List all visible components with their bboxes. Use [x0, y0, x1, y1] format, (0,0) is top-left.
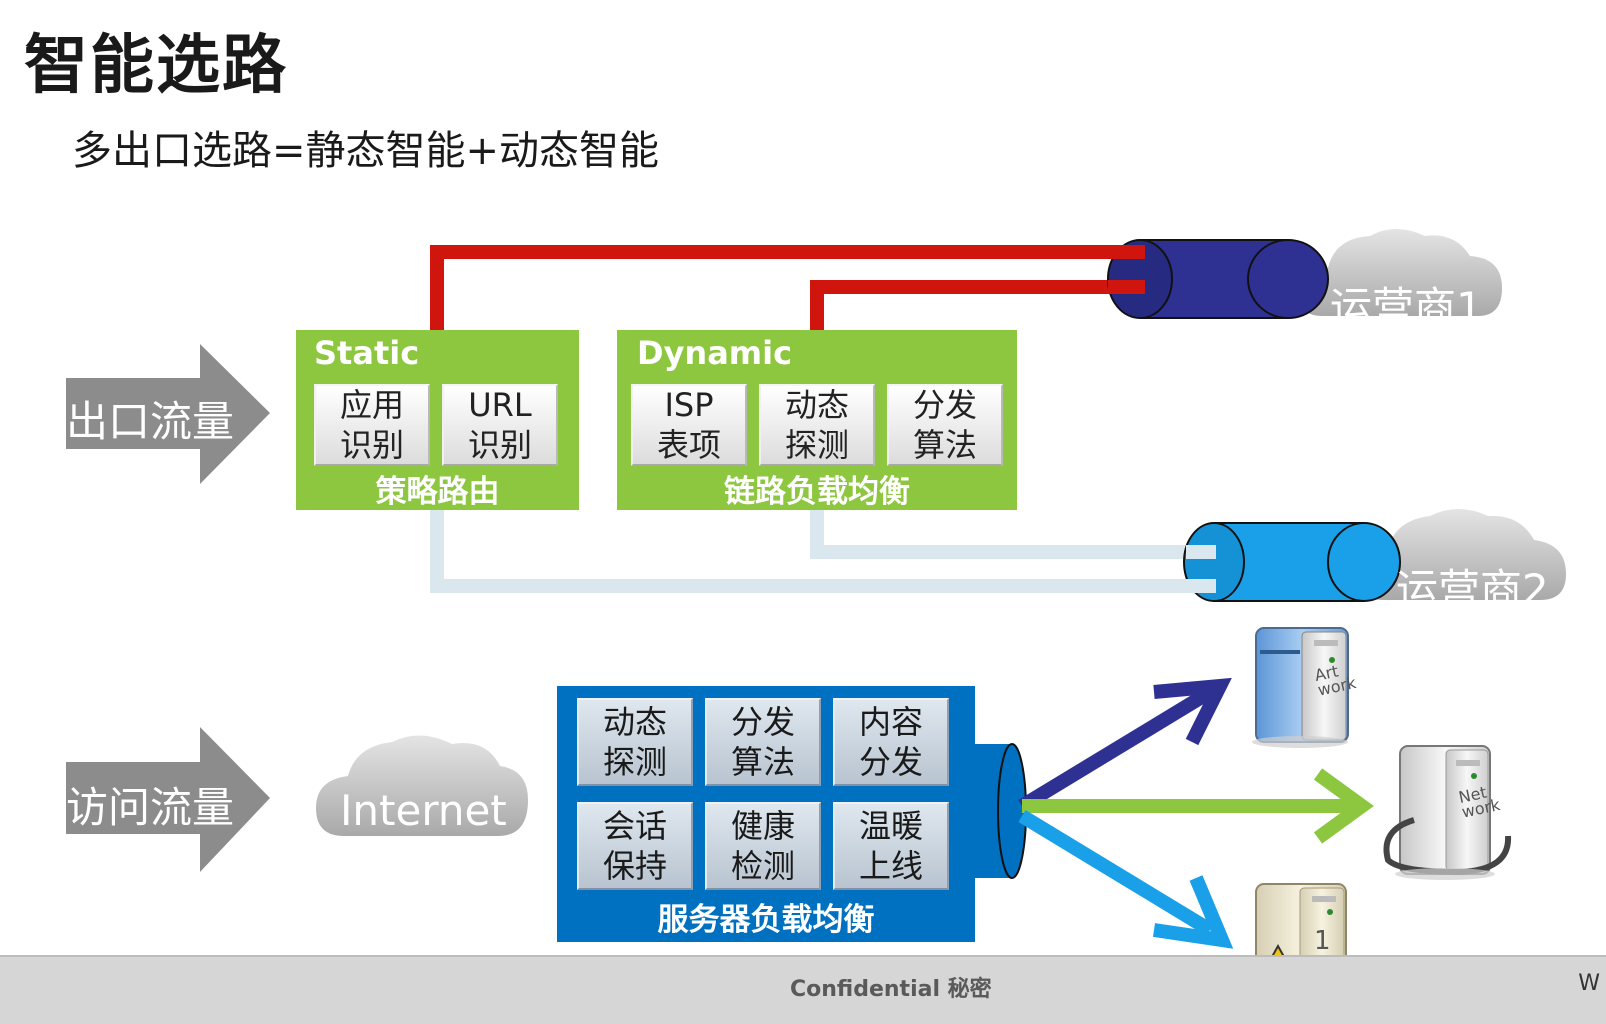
- footer-bar: Confidential 秘密 W: [0, 955, 1606, 1024]
- tile-isp-table: ISP 表项: [631, 384, 747, 466]
- server-lb-box-footer: 服务器负载均衡: [657, 902, 875, 938]
- arrow-to-server-3: [1018, 810, 1234, 949]
- server-lb-box: 动态 探测 分发 算法 内容 分发 会话 保持 健康 检测 温暖 上线 服务器负…: [557, 686, 975, 942]
- isp1-cloud-icon: [1300, 229, 1502, 316]
- inbound-arrow-shape: [66, 727, 270, 872]
- internet-label: Internet: [340, 786, 507, 835]
- server-network-icon: [1383, 745, 1512, 880]
- static-isp2-link: [430, 508, 1216, 593]
- static-box-footer: 策略路由: [375, 474, 500, 510]
- dynamic-box-header: Dynamic: [637, 334, 793, 372]
- tile-slb-session-persistence: 会话 保持: [577, 802, 693, 890]
- dynamic-box-footer: 链路负载均衡: [724, 474, 910, 510]
- tile-slb-distribution-algorithm: 分发 算法: [705, 698, 821, 786]
- isp1-pipe-icon: [1107, 239, 1329, 319]
- isp2-pipe-icon: [1183, 522, 1401, 602]
- footer-confidential: Confidential 秘密: [790, 977, 992, 1002]
- tile-slb-content-distribution: 内容 分发: [833, 698, 949, 786]
- inbound-traffic-label: 访问流量: [66, 783, 235, 832]
- server-artwork-label: Art work: [1312, 661, 1358, 700]
- isp1-label: 运营商1: [1330, 283, 1483, 332]
- dynamic-isp2-link: [810, 508, 1216, 559]
- internet-cloud-icon: [316, 735, 528, 836]
- static-box: Static 应用 识别 URL 识别 策略路由: [296, 330, 579, 510]
- tile-slb-dynamic-probe: 动态 探测: [577, 698, 693, 786]
- outbound-traffic-label: 出口流量: [66, 397, 235, 446]
- static-box-header: Static: [314, 334, 420, 372]
- slide-subtitle: 多出口选路=静态智能+动态智能: [72, 128, 660, 174]
- server-number-label: 1: [1314, 926, 1331, 956]
- tile-app-recognition: 应用 识别: [314, 384, 430, 466]
- dynamic-box: Dynamic ISP 表项 动态 探测 分发 算法 链路负载均衡: [617, 330, 1017, 510]
- slide-title: 智能选路: [24, 29, 288, 103]
- tile-slb-warm-up: 温暖 上线: [833, 802, 949, 890]
- server-network-label: Net work: [1456, 782, 1502, 822]
- isp2-cloud-icon: [1357, 509, 1566, 600]
- static-isp1-link: [430, 245, 1145, 334]
- server-artwork-icon: [1252, 627, 1349, 748]
- tile-dynamic-probe: 动态 探测: [759, 384, 875, 466]
- footer-right-mark: W: [1578, 971, 1600, 996]
- tile-distribution-algorithm: 分发 算法: [887, 384, 1003, 466]
- outbound-arrow-shape: [66, 344, 270, 484]
- dynamic-isp1-link: [810, 280, 1145, 334]
- isp2-label: 运营商2: [1396, 565, 1549, 614]
- tile-url-recognition: URL 识别: [442, 384, 558, 466]
- arrow-to-server-2: [1022, 768, 1374, 844]
- tile-slb-health-check: 健康 检测: [705, 802, 821, 890]
- slb-pipe-icon: [972, 743, 1027, 879]
- arrow-to-server-1: [1018, 677, 1232, 812]
